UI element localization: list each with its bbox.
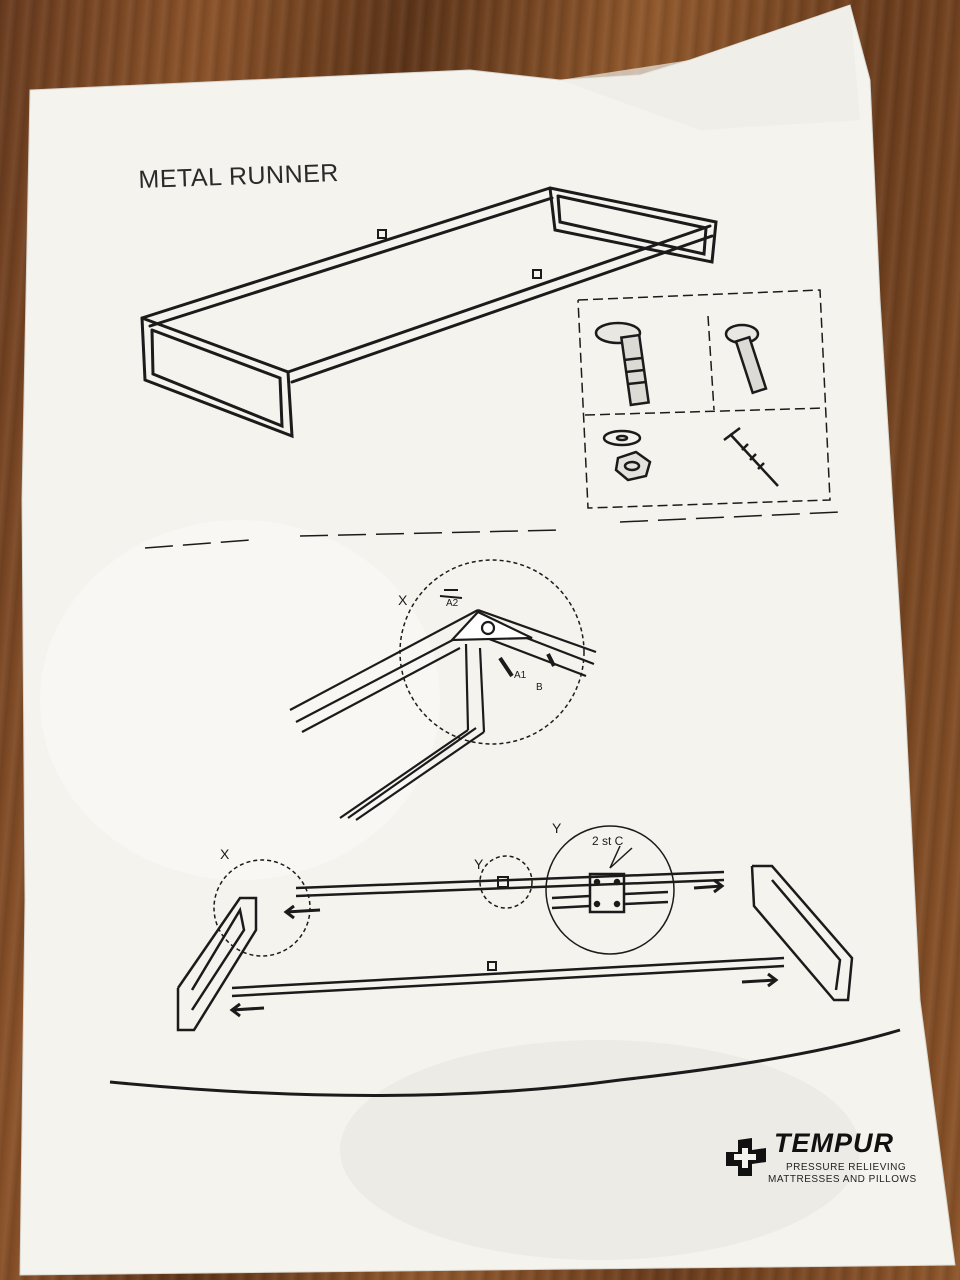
tempur-logo: TEMPUR PRESSURE RELIEVING MATTRESSES AND… (722, 1128, 922, 1188)
brand-tagline-2: MATTRESSES AND PILLOWS (768, 1174, 917, 1185)
washer-icon (602, 429, 642, 447)
part-b-label: B (536, 682, 543, 693)
detail-x-label: X (398, 592, 408, 608)
part-a2-label: A2 (446, 598, 459, 609)
part-a1-label: A1 (514, 670, 527, 681)
detail-y-large-label: Y (552, 820, 562, 836)
brand-name: TEMPUR (774, 1128, 894, 1158)
corner-detail-x-illustration (289, 559, 597, 821)
metal-runner-frame-illustration (140, 186, 718, 439)
cross-logo-icon (726, 1138, 766, 1176)
brand-tagline-1: PRESSURE RELIEVING (786, 1162, 907, 1173)
carriage-bolt-short-icon (724, 323, 768, 395)
carriage-bolt-long-icon (594, 321, 651, 407)
wood-screw-icon (723, 427, 779, 487)
page-curve-line (109, 1028, 901, 1098)
section-divider (144, 511, 841, 549)
detail-x-bottom-label: X (220, 846, 230, 862)
part-c-note: 2 st C (592, 834, 624, 848)
hardware-parts-panel (577, 289, 831, 509)
hex-nut-icon (614, 450, 652, 482)
detail-y-small-label: Y (474, 856, 484, 872)
frame-assembly-diagram (176, 825, 854, 1032)
